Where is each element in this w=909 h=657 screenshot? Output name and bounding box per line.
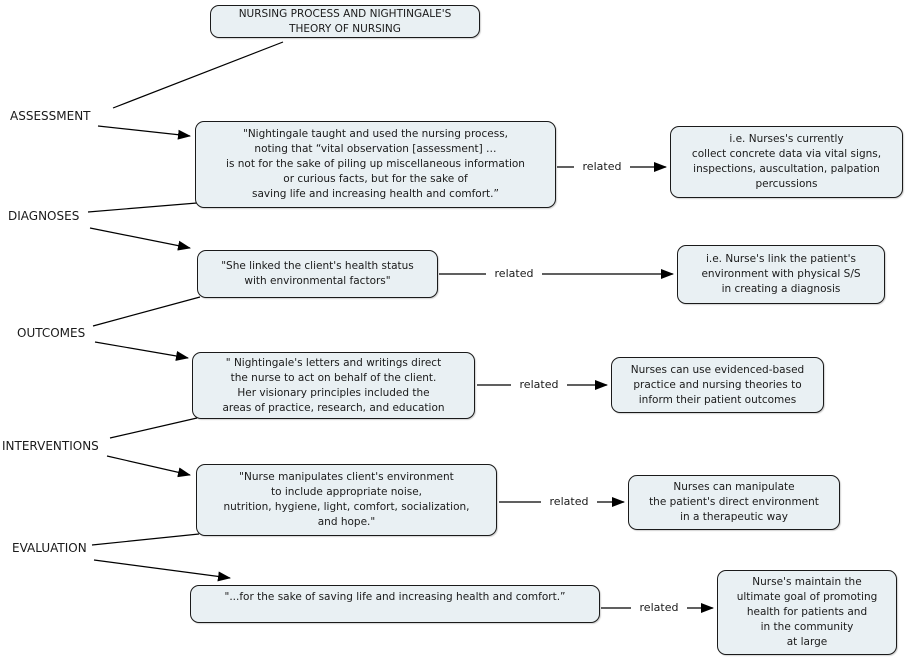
application-node-diagnoses: i.e. Nurse's link the patient's environm… bbox=[677, 245, 885, 304]
connector-interventions-quote4 bbox=[106, 455, 191, 478]
quote-node-diagnoses: "She linked the client's health status w… bbox=[197, 250, 438, 298]
stage-label-diagnoses: DIAGNOSES bbox=[8, 209, 80, 223]
application-node-interventions: Nurses can manipulate the patient's dire… bbox=[628, 475, 840, 530]
quote-node-outcomes: " Nightingale's letters and writings dir… bbox=[192, 352, 475, 419]
quote-node-evaluation: "...for the sake of saving life and incr… bbox=[190, 585, 600, 623]
connector-evaluation-quote5 bbox=[93, 559, 231, 582]
stage-label-evaluation: EVALUATION bbox=[12, 541, 87, 555]
application-node-assessment: i.e. Nurses's currently collect concrete… bbox=[670, 126, 903, 198]
relation-label-1: related bbox=[574, 159, 630, 174]
connector-title-assessment bbox=[112, 41, 284, 109]
title-node: NURSING PROCESS AND NIGHTINGALE'S THEORY… bbox=[210, 5, 480, 38]
application-node-outcomes: Nurses can use evidenced-based practice … bbox=[611, 357, 824, 413]
connector-quote2-outcomes bbox=[92, 296, 201, 327]
connector-quote4-evaluation bbox=[91, 533, 200, 546]
connector-outcomes-quote3 bbox=[94, 341, 189, 361]
stage-label-interventions: INTERVENTIONS bbox=[2, 439, 99, 453]
quote-node-assessment: "Nightingale taught and used the nursing… bbox=[195, 121, 556, 208]
quote-node-interventions: "Nurse manipulates client's environment … bbox=[196, 464, 497, 536]
connector-diagnoses-quote2 bbox=[89, 227, 191, 251]
relation-label-4: related bbox=[541, 494, 597, 509]
stage-label-outcomes: OUTCOMES bbox=[17, 326, 86, 340]
relation-label-5: related bbox=[631, 600, 687, 615]
stage-label-assessment: ASSESSMENT bbox=[10, 109, 91, 123]
relation-label-3: related bbox=[511, 377, 567, 392]
application-node-evaluation: Nurse's maintain the ultimate goal of pr… bbox=[717, 570, 897, 655]
connector-assessment-quote1 bbox=[97, 125, 191, 140]
connector-quote1-diagnoses bbox=[87, 202, 198, 213]
relation-label-2: related bbox=[486, 266, 542, 281]
connector-quote3-interventions bbox=[109, 417, 198, 439]
